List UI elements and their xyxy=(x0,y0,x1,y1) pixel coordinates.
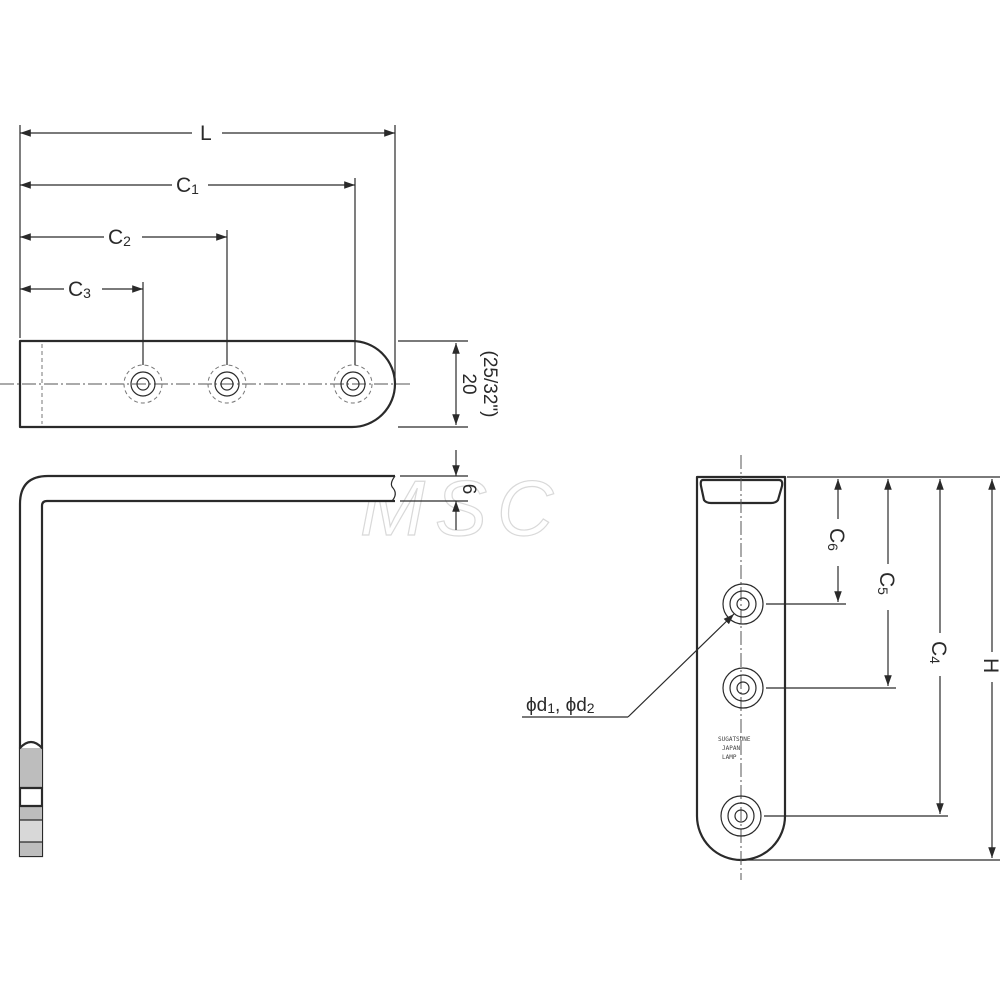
svg-text:LAMP: LAMP xyxy=(722,754,737,761)
top-view-hole-c3 xyxy=(123,364,163,404)
side-view-break-line xyxy=(390,475,396,502)
top-view-plate-outline xyxy=(18,339,397,429)
side-view-hole-bore xyxy=(20,820,42,842)
front-view-leg-outline xyxy=(695,475,787,862)
side-view: 6 xyxy=(18,450,479,858)
dimension-label-c6: C6 xyxy=(825,528,848,551)
dimension-label-thickness: 6 xyxy=(458,484,479,495)
dimension-label-h: H xyxy=(979,658,1000,673)
front-view: SUGATSUNE JAPAN LAMP C6 C5 C4 H ϕd1, ϕd2 xyxy=(522,455,1000,880)
front-view-hole-c6 xyxy=(722,583,764,625)
dimension-label-c3: C3 xyxy=(68,278,91,301)
front-view-bend-edge xyxy=(699,478,784,505)
front-view-engraved-marking: SUGATSUNE JAPAN LAMP xyxy=(718,736,751,761)
svg-text:SUGATSUNE: SUGATSUNE xyxy=(718,736,751,743)
front-view-hole-c4 xyxy=(720,795,762,837)
dimension-label-c1: C1 xyxy=(176,174,199,197)
side-view-hole-upper-edge xyxy=(18,740,44,750)
dimension-label-c5: C5 xyxy=(875,572,898,595)
dimension-label-width-in: (25/32") xyxy=(479,351,500,418)
dimension-label-width-mm: 20 xyxy=(458,373,479,394)
svg-text:JAPAN: JAPAN xyxy=(722,745,740,752)
front-view-hole-c5 xyxy=(722,667,764,709)
top-view: L C1 C2 C3 20 (25/32") xyxy=(0,122,500,429)
hole-callout-label: ϕd1, ϕd2 xyxy=(526,695,595,716)
dimension-label-c2: C2 xyxy=(108,226,131,249)
side-view-hole-section-upper xyxy=(20,748,42,788)
hole-callout-leader xyxy=(627,613,735,718)
dimension-label-c4: C4 xyxy=(927,641,950,664)
dimension-label-l: L xyxy=(200,122,212,145)
side-view-profile xyxy=(18,474,395,858)
top-view-hole-c1 xyxy=(333,364,373,404)
top-view-hole-c2 xyxy=(207,364,247,404)
